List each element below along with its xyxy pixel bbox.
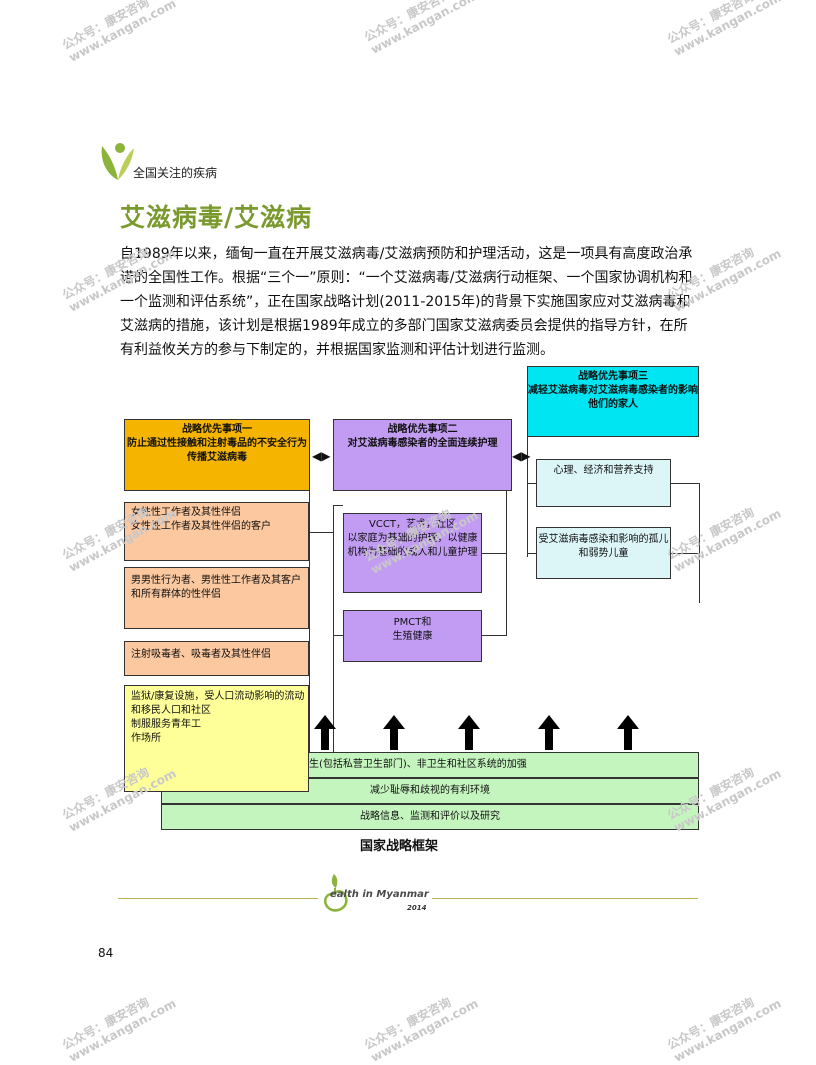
connector-line	[671, 553, 699, 554]
footer-divider	[432, 898, 698, 899]
foundation-2-text: 减少耻辱和歧视的有利环境	[370, 785, 490, 796]
page-number: 84	[98, 946, 114, 960]
up-arrow-icon	[458, 715, 480, 750]
population-box-msm: 男男性行为者、男性性工作者及其客户和所有群体的性伴侣	[124, 567, 309, 629]
connector-line	[309, 491, 310, 792]
double-arrow-icon: ◀▶	[312, 449, 331, 463]
population-pwid-text: 注射吸毒者、吸毒者及其性伴侣	[131, 649, 271, 660]
priority-box-3: 战略优先事项三 减轻艾滋病毒对艾滋病毒感染者的影响 他们的家人	[527, 366, 699, 437]
footer-brand-text: ealth in Myanmar	[330, 889, 429, 900]
priority-box-1: 战略优先事项一 防止通过性接触和注射毒品的不安全行为传播艾滋病毒	[124, 419, 310, 491]
connector-line	[527, 483, 536, 484]
connector-line	[333, 505, 334, 755]
connector-line	[527, 553, 536, 554]
care-vcct-text: VCCT，艺术，社区 以家庭为基础的护理，以健康机构为基础的成人和儿童护理	[347, 519, 478, 558]
up-arrow-icon	[383, 715, 405, 750]
population-box-other-overlay	[124, 752, 309, 792]
care-vcct-box: VCCT，艺术，社区 以家庭为基础的护理，以健康机构为基础的成人和儿童护理	[343, 513, 482, 593]
footer-year: 2014	[407, 904, 427, 912]
page-title: 艾滋病毒/艾滋病	[120, 203, 313, 232]
intro-paragraph: 自1989年以来，缅甸一直在开展艾滋病毒/艾滋病预防和护理活动，这是一项具有高度…	[120, 246, 693, 358]
orphans-text: 受艾滋病毒感染和影响的孤儿和弱势儿童	[538, 534, 669, 559]
connector-line	[527, 437, 528, 557]
connector-line	[671, 483, 699, 484]
health-in-myanmar-logo-icon	[324, 874, 348, 912]
foundation-3-text: 战略信息、监测和评价以及研究	[360, 811, 500, 822]
connector-line	[506, 491, 507, 636]
pmct-box: PMCT和 生殖健康	[343, 610, 482, 662]
foundation-bar-2: 减少耻辱和歧视的有利环境	[161, 778, 699, 804]
connector-line	[309, 532, 333, 533]
section-label: 全国关注的疾病	[133, 166, 218, 180]
double-arrow-icon: ◀▶	[512, 449, 531, 463]
care-support-text: 心理、经济和营养支持	[553, 465, 654, 476]
population-other-text: 监狱/康复设施，受人口流动影响的流动和移民人口和社区 制服服务青年工 作场所	[131, 691, 305, 744]
up-arrow-icon	[314, 715, 336, 750]
population-msm-text: 男男性行为者、男性性工作者及其客户和所有群体的性伴侣	[131, 575, 301, 600]
footer-divider	[118, 898, 318, 899]
foundation-bar-3: 战略信息、监测和评价以及研究	[161, 804, 699, 830]
diagram-caption: 国家战略框架	[360, 839, 439, 854]
connector-line	[333, 505, 343, 506]
orphans-box: 受艾滋病毒感染和影响的孤儿和弱势儿童	[536, 527, 671, 579]
population-box-sex-workers: 女性性工作者及其性伴侣 女性性工作者及其性伴侣的客户	[124, 502, 309, 561]
priority-box-2: 战略优先事项二 对艾滋病毒感染者的全面连续护理	[333, 419, 512, 491]
foundation-1-text: 卫生(包括私营卫生部门)、非卫生和社区系统的加强	[299, 759, 527, 770]
connector-line	[482, 553, 506, 554]
population-sex-workers-text: 女性性工作者及其性伴侣 女性性工作者及其性伴侣的客户	[131, 507, 271, 532]
leaf-logo-icon	[101, 143, 134, 180]
pmct-text: PMCT和 生殖健康	[392, 617, 433, 642]
priority-2-text: 战略优先事项二 对艾滋病毒感染者的全面连续护理	[347, 424, 498, 449]
connector-line	[699, 483, 700, 603]
up-arrow-icon	[538, 715, 560, 750]
priority-3-text: 战略优先事项三 减轻艾滋病毒对艾滋病毒感染者的影响 他们的家人	[528, 371, 698, 410]
up-arrow-icon	[617, 715, 639, 750]
population-box-pwid: 注射吸毒者、吸毒者及其性伴侣	[124, 641, 309, 676]
priority-1-text: 战略优先事项一 防止通过性接触和注射毒品的不安全行为传播艾滋病毒	[127, 424, 307, 463]
connector-line	[333, 635, 343, 636]
connector-line	[482, 635, 506, 636]
care-support-box: 心理、经济和营养支持	[536, 459, 671, 507]
